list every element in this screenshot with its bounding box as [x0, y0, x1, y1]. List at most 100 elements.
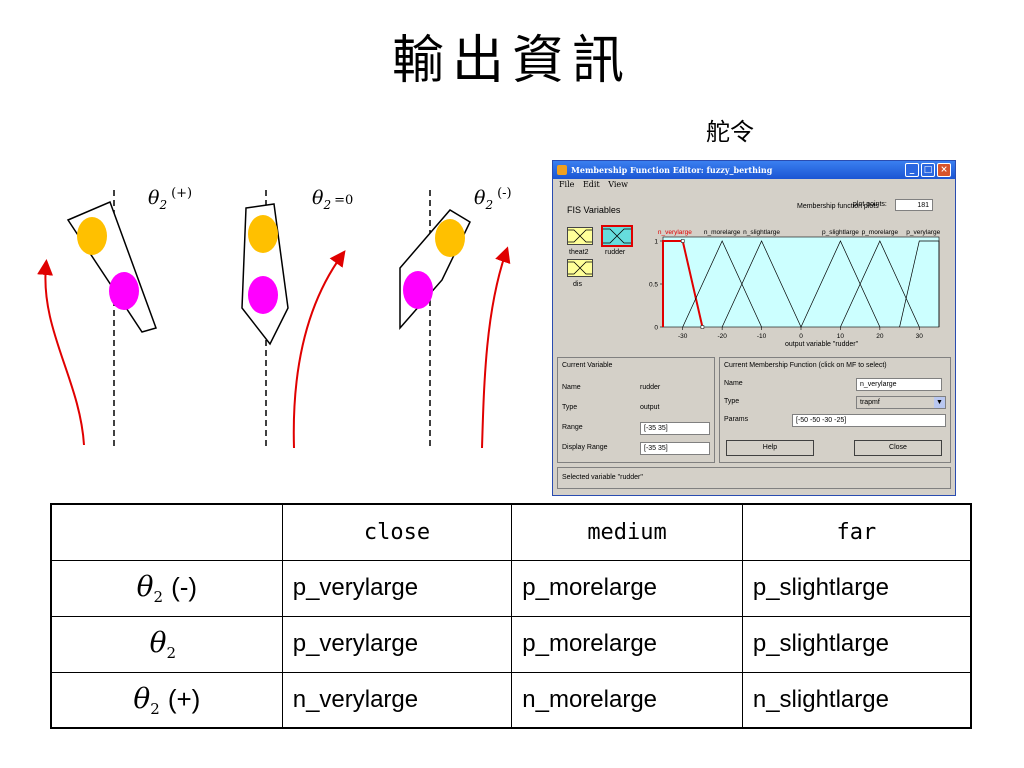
mf-curve-p-verylarge: [899, 240, 940, 328]
maximize-icon[interactable]: □: [921, 163, 935, 177]
menu-view[interactable]: View: [608, 180, 629, 189]
x-tick-label: 20: [876, 333, 884, 340]
variable-dis-icon[interactable]: [567, 259, 593, 277]
range-field[interactable]: [-35 35]: [640, 422, 710, 435]
mf-handle: [700, 325, 705, 329]
x-axis-label: output variable "rudder": [785, 341, 859, 348]
mf-params-field[interactable]: [-50 -50 -30 -25]: [792, 414, 946, 427]
cv-name-label: Name: [562, 384, 581, 391]
stern-dot: [109, 272, 139, 310]
track-arrow: [37, 259, 85, 446]
mf-type-value: trapmf: [860, 399, 880, 406]
angle-label: θ2(-): [474, 186, 512, 212]
matlab-icon: [557, 165, 567, 175]
diagram-theta-positive: θ2(+): [37, 186, 192, 450]
mf-curve-p-slightlarge: [800, 240, 881, 328]
ship-hull: [66, 200, 157, 333]
mf-params-label: Params: [724, 416, 749, 423]
menu-bar: File Edit View: [553, 179, 955, 191]
stern-dot: [248, 276, 278, 314]
header-medium: medium: [511, 503, 743, 561]
variable-theat2-icon[interactable]: [567, 227, 593, 245]
minimize-icon[interactable]: _: [905, 163, 919, 177]
mf-name-label: Name: [724, 380, 743, 387]
x-tick-label: -10: [757, 333, 767, 340]
menu-edit[interactable]: Edit: [582, 180, 600, 189]
x-tick-label: 30: [916, 333, 924, 340]
rule-table: close medium far θ2(-) p_verylarge p_mor…: [50, 503, 972, 729]
x-tick-label: -20: [717, 333, 727, 340]
plot-points-label: plot points:: [853, 201, 887, 208]
chevron-down-icon[interactable]: ▼: [934, 397, 945, 408]
x-tick-label: 10: [837, 333, 845, 340]
bow-dot: [435, 219, 465, 257]
header-far: far: [741, 503, 972, 561]
table-cell: p_slightlarge: [741, 559, 972, 617]
table-corner-cell: [50, 503, 283, 561]
theta-subscript: 2: [166, 644, 177, 662]
close-icon[interactable]: ×: [937, 163, 951, 177]
plot-title: Membership function plots: [797, 203, 879, 210]
variable-dis-label: dis: [573, 281, 582, 288]
menu-file[interactable]: File: [559, 180, 575, 189]
y-tick-label: 1: [654, 239, 658, 246]
y-tick-label: 0.5: [649, 282, 658, 289]
mf-label-n-slightlarge: n_slightlarge: [743, 229, 780, 236]
variable-rudder-icon[interactable]: [601, 225, 633, 247]
current-variable-panel: Current Variable Name rudder Type output…: [557, 357, 715, 463]
mf-label-p-slightlarge: p_slightlarge: [822, 229, 859, 236]
window-title: Membership Function Editor: fuzzy_berthi…: [571, 165, 773, 175]
plot-area: [662, 236, 940, 328]
table-cell: p_slightlarge: [741, 615, 972, 673]
close-button[interactable]: Close: [854, 440, 942, 456]
bow-dot: [77, 217, 107, 255]
display-range-field[interactable]: [-35 35]: [640, 442, 710, 455]
theta-symbol: θ: [136, 570, 154, 603]
variable-rudder-label: rudder: [605, 249, 626, 256]
table-header-row: close medium far: [50, 503, 972, 561]
mf-label-n-verylarge: n_verylarge: [658, 229, 692, 236]
cv-type-value: output: [640, 404, 660, 411]
mf-name-field[interactable]: n_verylarge: [856, 378, 942, 391]
mf-editor-window: Membership Function Editor: fuzzy_berthi…: [552, 160, 956, 496]
x-tick-label: 0: [799, 333, 803, 340]
plot-points-input[interactable]: 181: [895, 199, 933, 211]
table-cell: p_verylarge: [281, 559, 513, 617]
cv-name-value: rudder: [640, 384, 661, 391]
cv-display-range-label: Display Range: [562, 444, 608, 451]
row-header: θ2(+): [50, 671, 283, 729]
fis-variables-label: FIS Variables: [567, 205, 621, 215]
mf-label-p-morelarge: p_morelarge: [862, 229, 899, 236]
current-variable-header: Current Variable: [562, 362, 613, 369]
table-cell: p_morelarge: [511, 559, 743, 617]
theta-subscript: 2: [153, 588, 164, 606]
diagram-theta-negative: θ2(-): [399, 186, 512, 450]
table-cell: p_verylarge: [281, 615, 513, 673]
mf-label-p-verylarge: p_verylarge: [906, 229, 940, 236]
x-tick-label: -30: [678, 333, 688, 340]
mf-curve-n-verylarge: [662, 240, 704, 328]
table-cell: n_slightlarge: [741, 671, 972, 729]
rudder-caption: 舵令: [706, 118, 754, 146]
diagram-theta-zero: θ2=0: [241, 187, 353, 450]
bow-dot: [248, 215, 278, 253]
angle-label: θ2=0: [312, 187, 353, 212]
theta-symbol: θ: [149, 626, 167, 659]
cv-range-label: Range: [562, 424, 583, 431]
row-header: θ2: [50, 615, 283, 673]
table-cell: p_morelarge: [511, 615, 743, 673]
table-row: θ2 p_verylarge p_morelarge p_slightlarge: [50, 615, 972, 673]
angle-label: θ2(+): [148, 186, 192, 212]
theta-subscript: 2: [150, 699, 160, 718]
current-mf-header: Current Membership Function (click on MF…: [724, 362, 887, 369]
slide-title: 輸出資訊: [391, 31, 632, 91]
mf-type-label: Type: [724, 398, 740, 405]
track-arrow: [292, 250, 346, 449]
mf-curve-n-morelarge: [682, 240, 762, 328]
mf-type-select[interactable]: trapmf ▼: [856, 396, 946, 409]
help-button[interactable]: Help: [726, 440, 814, 456]
mf-label-n-morelarge: n_morelarge: [704, 229, 741, 236]
window-titlebar[interactable]: Membership Function Editor: fuzzy_berthi…: [553, 161, 955, 179]
ship-heading-diagrams: θ2(+) θ2=0 θ2(-): [37, 186, 512, 450]
